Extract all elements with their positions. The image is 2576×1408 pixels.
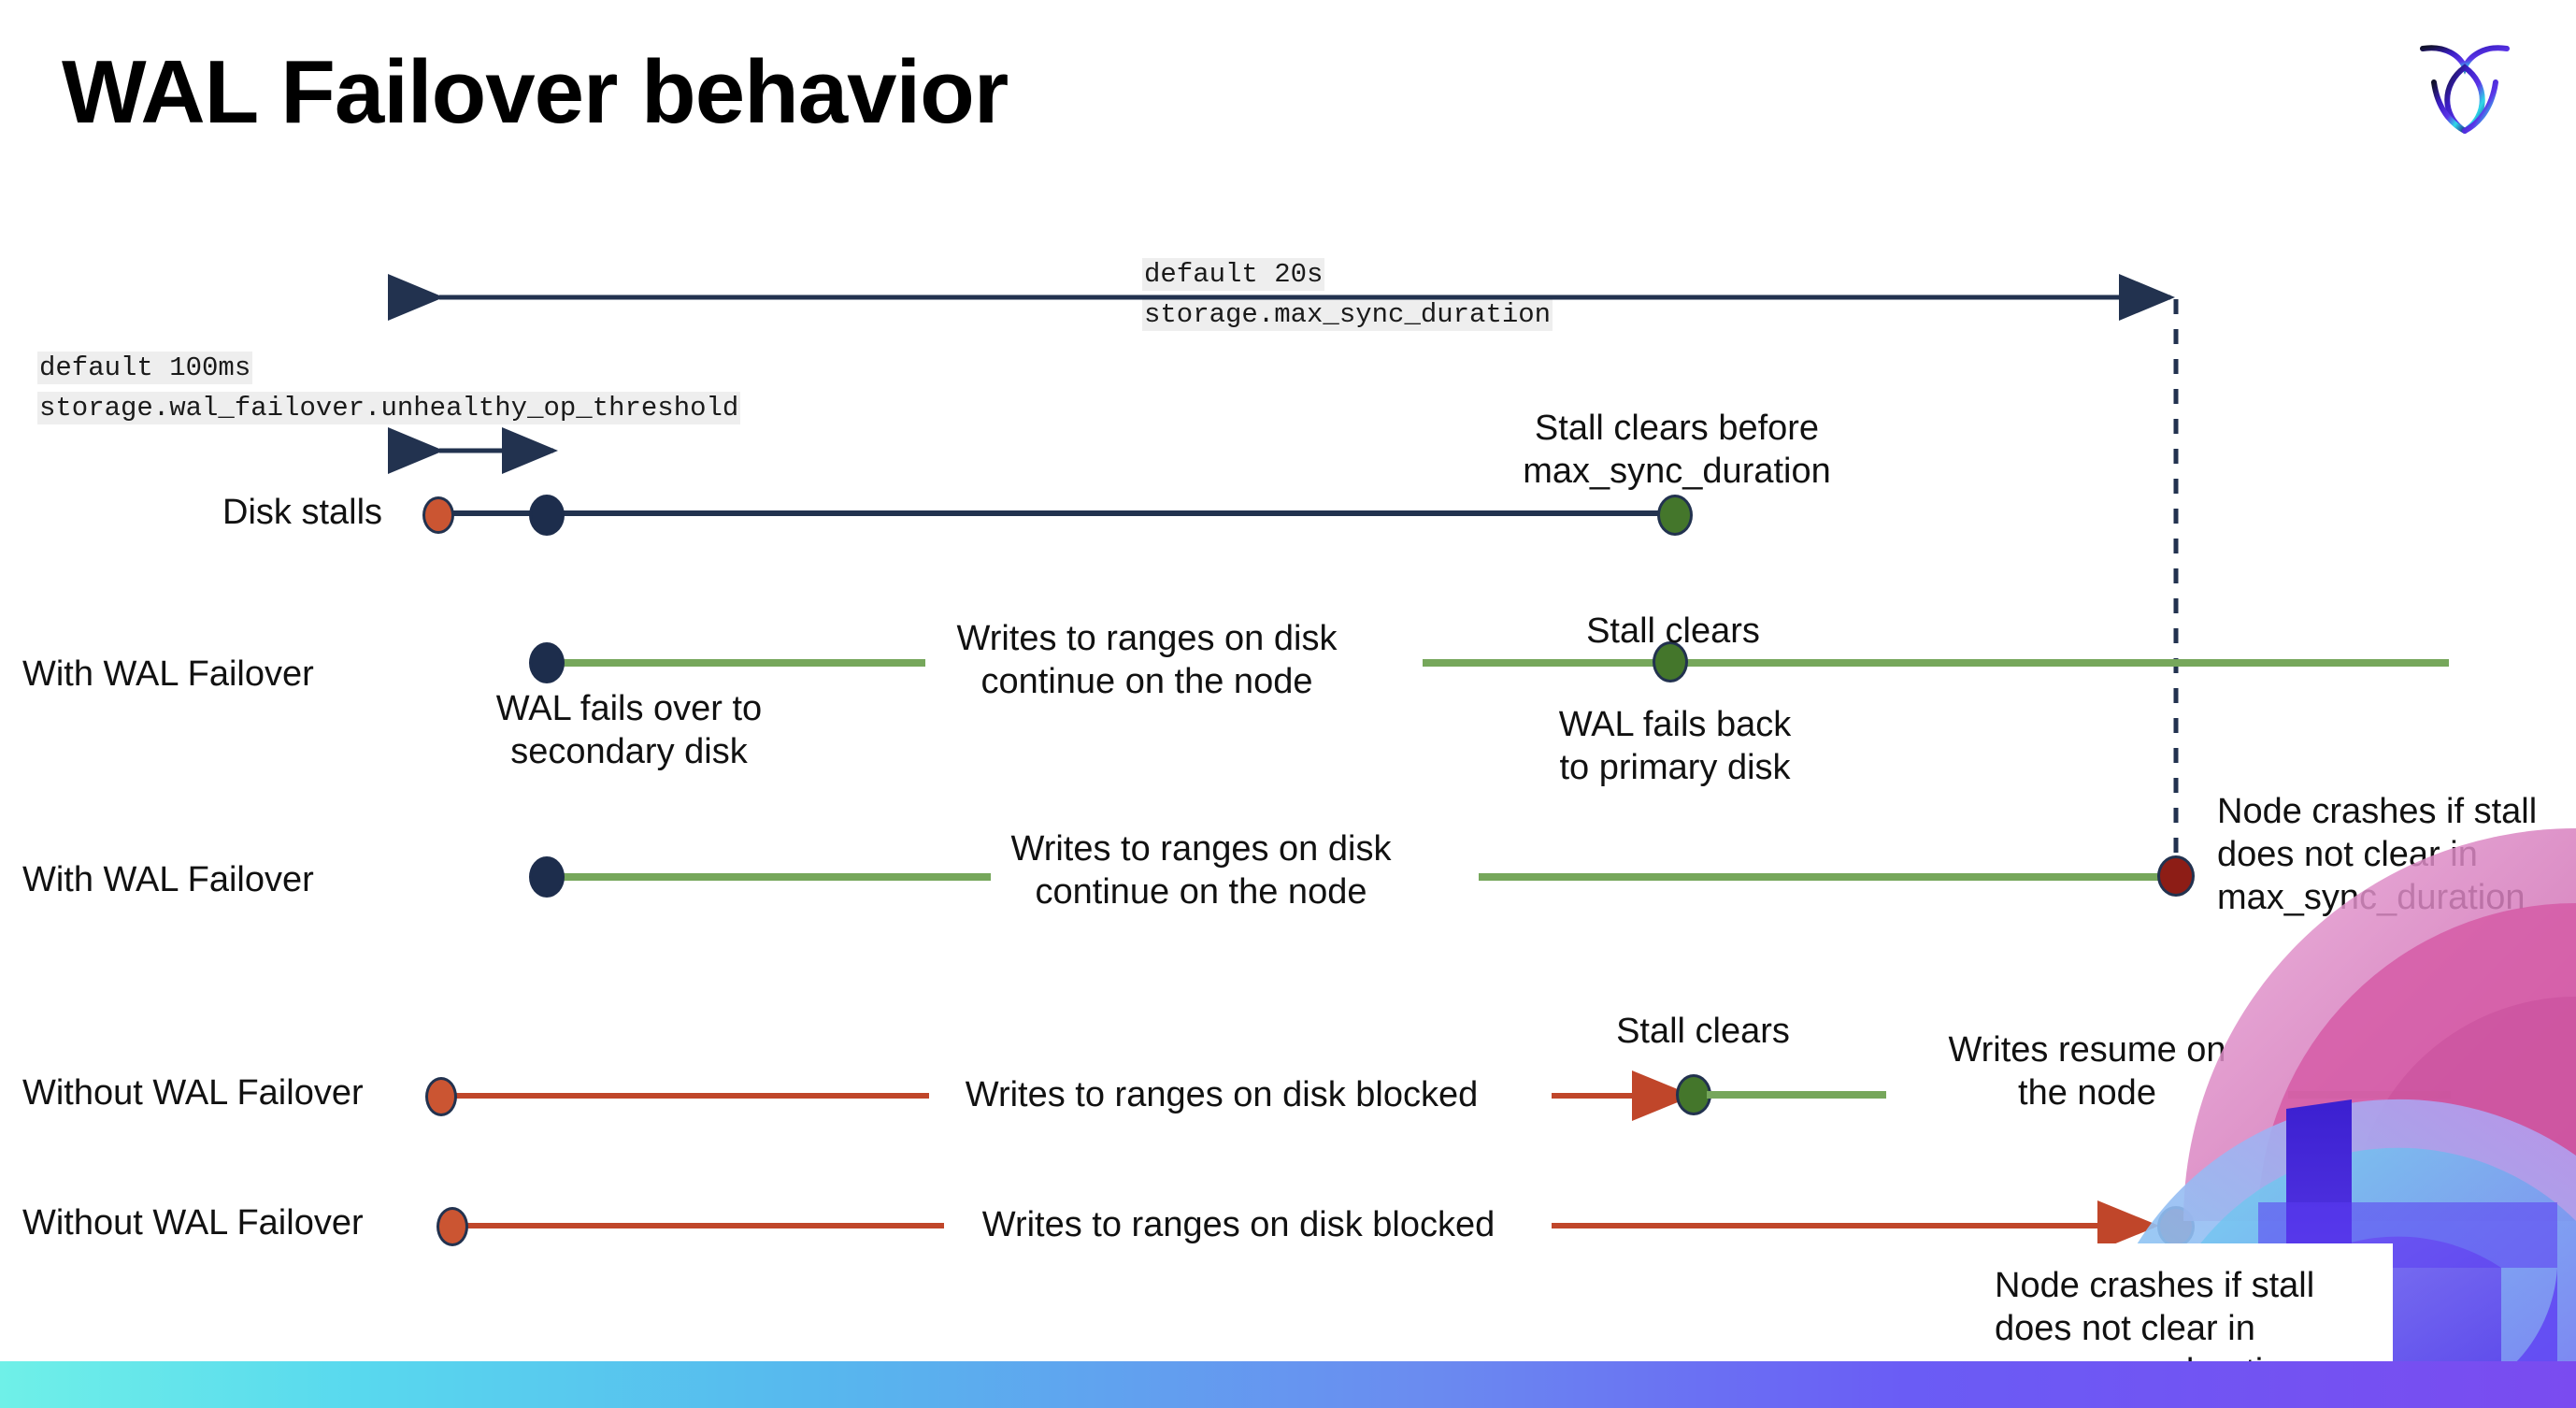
- annotation-wal-fails-over-to-secondary: WAL fails over to secondary disk: [495, 689, 763, 771]
- disk-stall-threshold-dot: [529, 495, 565, 536]
- row-label-with-wal-failover-1: With WAL Failover: [22, 654, 314, 694]
- wal-failover-1-segment-b: [1423, 659, 2449, 667]
- annotation-node-crashes-1: Node crashes if stall does not clear in …: [2217, 792, 2538, 917]
- disk-stall-start-dot: [422, 496, 454, 534]
- row-label-disk-stalls: Disk stalls: [222, 493, 383, 532]
- wal-failover-1-stall-clears-dot: [1653, 641, 1688, 682]
- without-failover-2-node-crash-dot: [2157, 1206, 2195, 1247]
- annotation-stall-clears-before-max-sync: Stall clears before max_sync_duration: [1523, 409, 1831, 491]
- setting-name: storage.max_sync_duration: [1142, 298, 1553, 331]
- without-failover-2-stall-start-dot: [436, 1207, 468, 1246]
- annotation-wal-fails-back-to-primary: WAL fails back to primary disk: [1558, 705, 1792, 787]
- without-failover-2-blocked-segment-a: [458, 1223, 944, 1228]
- disk-stall-clears-dot: [1657, 495, 1693, 536]
- annotation-writes-continue-2: Writes to ranges on disk continue on the…: [1010, 829, 1392, 912]
- annotation-writes-blocked-2: Writes to ranges on disk blocked: [981, 1205, 1496, 1244]
- setting-unhealthy-op-threshold: default 100ms storage.wal_failover.unhea…: [37, 348, 741, 428]
- wal-failover-2-segment-a: [548, 873, 991, 881]
- page-title: WAL Failover behavior: [62, 42, 1009, 142]
- annotation-writes-continue-1: Writes to ranges on disk continue on the…: [956, 619, 1338, 701]
- annotation-writes-blocked-1: Writes to ranges on disk blocked: [965, 1075, 1479, 1114]
- setting-default-label: default 100ms: [37, 352, 253, 384]
- wal-failover-1-segment-a: [548, 659, 925, 667]
- without-failover-1-stall-start-dot: [425, 1077, 457, 1116]
- annotation-stall-clears-2: Stall clears: [1616, 1012, 1790, 1051]
- row-label-without-wal-failover-1: Without WAL Failover: [22, 1073, 364, 1113]
- disk-stalls-timeline: [439, 510, 1675, 516]
- wal-failover-2-failover-dot: [529, 856, 565, 898]
- row-label-without-wal-failover-2: Without WAL Failover: [22, 1203, 364, 1243]
- setting-max-sync-duration: default 20s storage.max_sync_duration: [1142, 254, 1553, 335]
- bottom-gradient-bar: [0, 1361, 2576, 1408]
- without-failover-1-resume-segment-b: [2288, 1091, 2451, 1099]
- cockroachdb-logo-icon: [2413, 26, 2516, 135]
- setting-name: storage.wal_failover.unhealthy_op_thresh…: [37, 392, 741, 424]
- without-failover-1-resume-segment-a: [1707, 1091, 1886, 1099]
- wal-failover-1-failover-dot: [529, 642, 565, 683]
- without-failover-1-blocked-segment-a: [449, 1093, 929, 1099]
- without-failover-1-stall-clears-dot: [1676, 1074, 1711, 1115]
- wal-failover-2-segment-b: [1479, 873, 2170, 881]
- annotation-writes-resume: Writes resume on the node: [1948, 1030, 2226, 1113]
- setting-default-label: default 20s: [1142, 258, 1325, 291]
- row-label-with-wal-failover-2: With WAL Failover: [22, 860, 314, 899]
- annotation-stall-clears-1: Stall clears: [1586, 611, 1760, 651]
- wal-failover-2-node-crash-dot: [2157, 855, 2195, 897]
